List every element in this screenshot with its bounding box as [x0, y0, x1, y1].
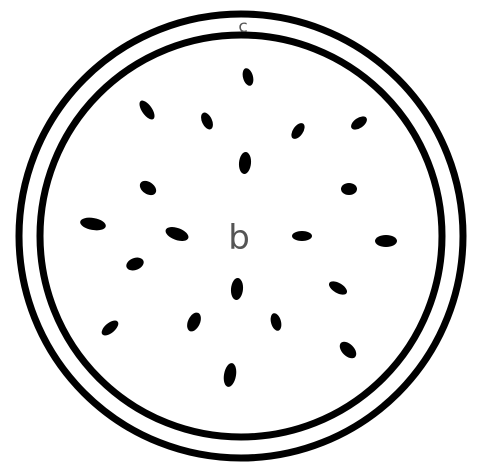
- spot-8: [341, 183, 357, 195]
- spot-2: [137, 98, 158, 122]
- spot-3: [199, 111, 216, 132]
- spot-7: [137, 178, 159, 198]
- label-c: c: [238, 17, 247, 37]
- spot-5: [349, 114, 369, 133]
- spot-13: [124, 255, 145, 272]
- spot-9: [79, 216, 107, 232]
- spot-16: [99, 318, 121, 339]
- spot-19: [337, 339, 360, 362]
- spot-17: [184, 310, 203, 333]
- spot-10: [164, 224, 191, 243]
- spot-1: [241, 67, 255, 87]
- spot-11: [292, 231, 312, 241]
- spot-15: [327, 279, 349, 298]
- spot-4: [289, 121, 308, 141]
- spot-6: [238, 152, 252, 175]
- spot-18: [269, 312, 283, 332]
- spot-12: [375, 235, 397, 247]
- spot-14: [230, 278, 244, 301]
- spot-20: [222, 362, 238, 388]
- label-b: b: [228, 218, 250, 258]
